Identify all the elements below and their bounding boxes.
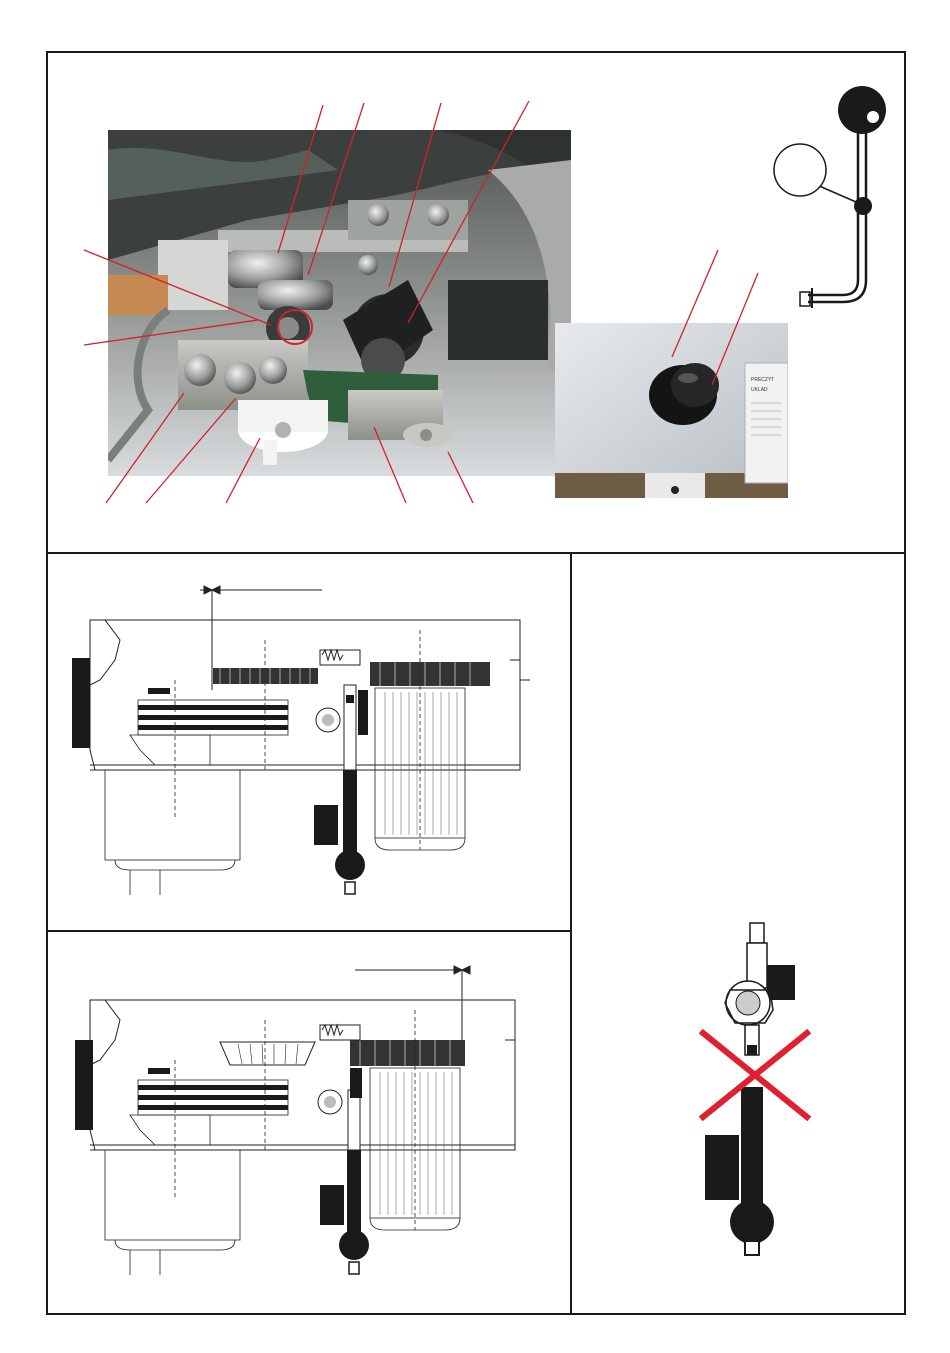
photo-callout-lines — [46, 95, 606, 515]
drive-assembly-diagram-b — [60, 960, 540, 1290]
horizontal-divider-left — [46, 930, 572, 932]
red-x-icon — [695, 1025, 815, 1125]
lever-diagram — [770, 80, 895, 312]
vertical-divider — [570, 552, 572, 1315]
drive-assembly-diagram-a — [60, 580, 540, 910]
knob-callout-lines — [650, 245, 770, 395]
horizontal-divider-top — [46, 552, 906, 554]
